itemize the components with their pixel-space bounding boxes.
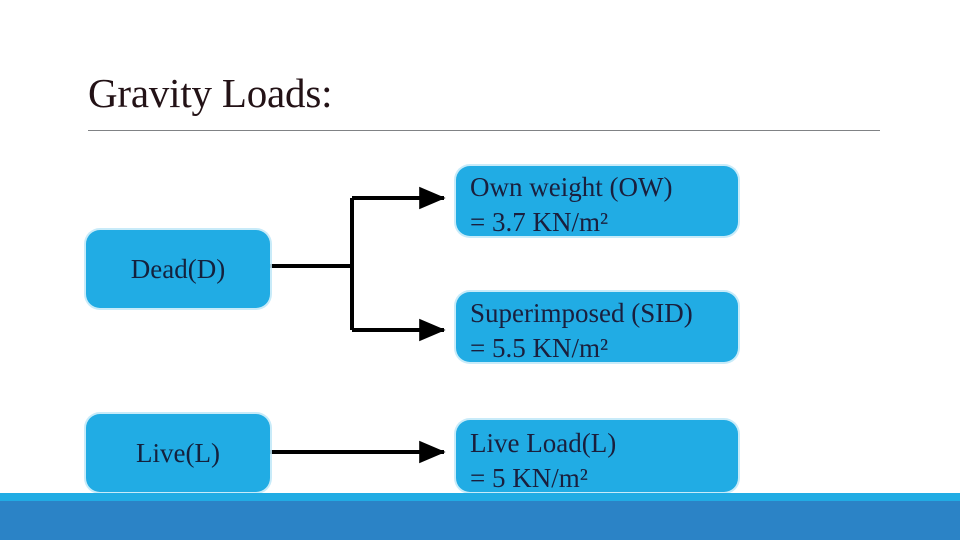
node-live-load-text: Live Load(L) = 5 KN/m² bbox=[470, 426, 616, 496]
title-divider bbox=[88, 130, 880, 131]
node-superimposed-line1: Superimposed (SID) bbox=[470, 298, 693, 328]
footer-accent-bar bbox=[0, 493, 960, 501]
node-own-weight-text: Own weight (OW) = 3.7 KN/m² bbox=[470, 170, 672, 240]
node-own-weight-line2: = 3.7 KN/m² bbox=[470, 207, 609, 237]
footer-bar bbox=[0, 501, 960, 540]
node-own-weight-line1: Own weight (OW) bbox=[470, 172, 673, 202]
node-superimposed-line2: = 5.5 KN/m² bbox=[470, 333, 609, 363]
node-live-load-line1: Live Load(L) bbox=[470, 428, 617, 458]
node-live-label: Live(L) bbox=[136, 438, 220, 468]
node-dead[interactable]: Dead(D) bbox=[86, 230, 270, 308]
page-title: Gravity Loads: bbox=[88, 70, 333, 116]
node-superimposed[interactable]: Superimposed (SID) = 5.5 KN/m² bbox=[456, 292, 738, 363]
node-live-load[interactable]: Live Load(L) = 5 KN/m² bbox=[456, 420, 738, 493]
node-dead-label: Dead(D) bbox=[130, 254, 226, 284]
node-live-load-line2: = 5 KN/m² bbox=[470, 463, 588, 493]
node-live[interactable]: Live(L) bbox=[86, 414, 270, 492]
node-own-weight[interactable]: Own weight (OW) = 3.7 KN/m² bbox=[456, 166, 738, 237]
node-superimposed-text: Superimposed (SID) = 5.5 KN/m² bbox=[470, 296, 693, 366]
